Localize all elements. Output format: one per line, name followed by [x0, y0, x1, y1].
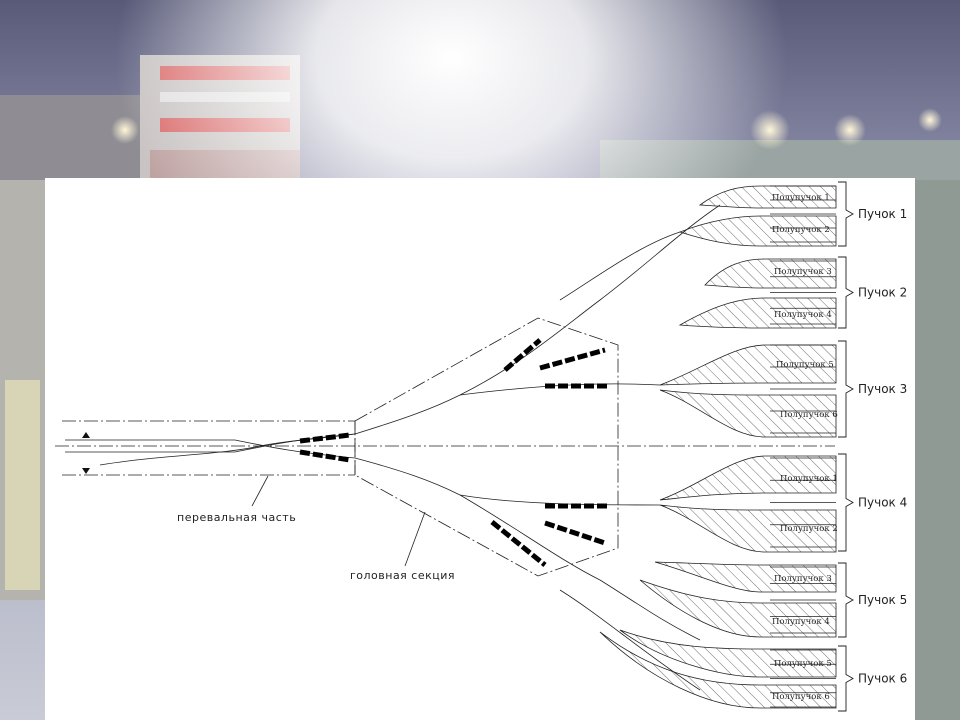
half-bundle-label: Полупучок 1: [780, 474, 838, 484]
retarders: [299, 338, 608, 567]
bundle-label: Пучок 3: [858, 382, 907, 396]
head-section-zone: [354, 317, 619, 577]
leader-lines: [251, 475, 426, 567]
bundle-brace: [838, 340, 854, 438]
hump-label: перевальная часть: [177, 511, 296, 524]
half-bundle-fans: [599, 185, 837, 709]
head-section-label: головная секция: [350, 569, 455, 582]
bundle-brace: [838, 256, 854, 329]
bundle-label: Пучок 5: [858, 593, 907, 607]
arrow-up-icon: [82, 432, 90, 438]
branch-tracks: [354, 204, 721, 691]
half-bundle-label: Полупучок 1: [772, 193, 830, 203]
half-bundle-label: Полупучок 4: [774, 310, 832, 320]
half-bundle-label: Полупучок 2: [772, 225, 830, 235]
bundle-brace: [838, 562, 854, 638]
half-bundle-label: Полупучок 3: [774, 267, 832, 277]
half-bundle-label: Полупучок 3: [774, 574, 832, 584]
half-bundle-label: Полупучок 6: [780, 410, 838, 420]
half-bundle-label: Полупучок 5: [776, 360, 834, 370]
bundle-label: Пучок 1: [858, 207, 907, 221]
arrow-down-icon: [82, 468, 90, 474]
hump-zone: [55, 420, 835, 476]
approach-tracks: [65, 433, 356, 466]
half-bundle-label: Полупучок 6: [772, 692, 830, 702]
bundle-label: Пучок 4: [858, 496, 907, 510]
bundle-brace: [838, 181, 854, 247]
bundle-label: Пучок 2: [858, 286, 907, 300]
bundle-group: Пучок 1 Полупучок 1 Полупучок 2 Пучок 2 Полу…: [772, 181, 907, 712]
bundle-brace: [838, 453, 854, 552]
half-bundle-label: Полупучок 5: [774, 659, 832, 669]
half-bundle-label: Полупучок 4: [772, 617, 830, 627]
bundle-brace: [838, 645, 854, 712]
fan-tracks: [770, 185, 836, 708]
half-bundle-label: Полупучок 2: [780, 524, 838, 534]
bundle-label: Пучок 6: [858, 672, 907, 686]
